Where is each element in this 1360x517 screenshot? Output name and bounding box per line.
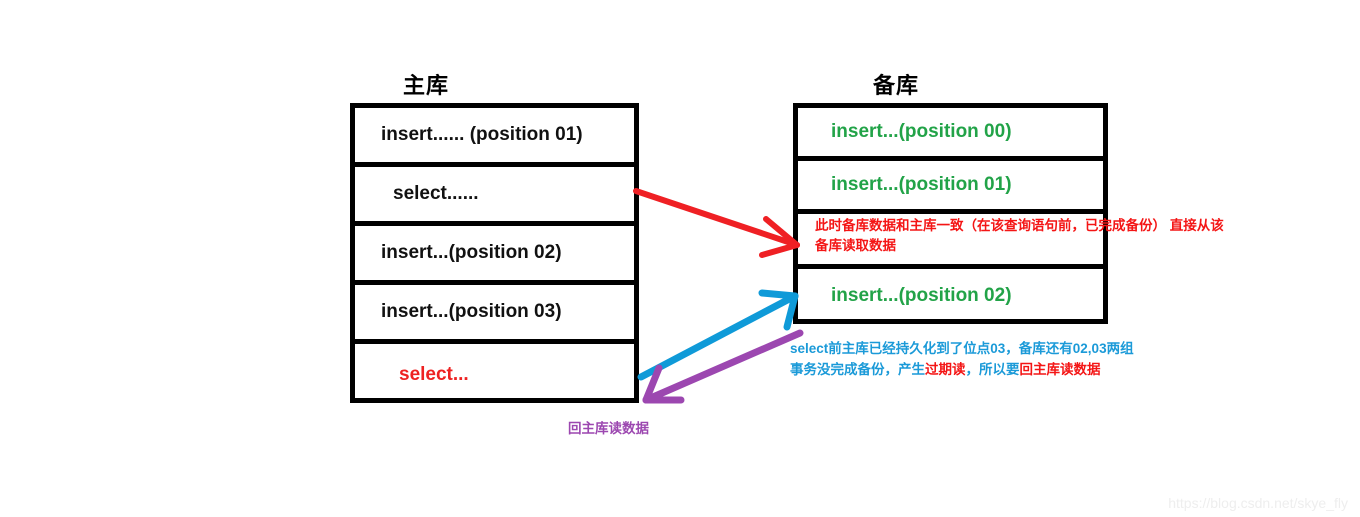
master-row-insert-03: insert...(position 03) bbox=[355, 285, 634, 344]
master-row-label: select... bbox=[399, 363, 469, 385]
stale-read-annotation: select前主库已经持久化到了位点03，备库还有02,03两组事务没完成备份，… bbox=[790, 338, 1138, 380]
standby-row-label: insert...(position 02) bbox=[831, 284, 1012, 306]
standby-db-box: insert...(position 00) insert...(positio… bbox=[793, 103, 1224, 324]
stale-read-annotation-highlight-back-to-master: 回主库读数据 bbox=[1019, 362, 1101, 377]
master-row-insert-02: insert...(position 02) bbox=[355, 226, 634, 285]
master-row-label: insert...(position 02) bbox=[381, 242, 562, 263]
master-row-label: insert...(position 03) bbox=[381, 301, 562, 322]
standby-row-insert-00: insert...(position 00) bbox=[798, 108, 1103, 161]
stale-read-annotation-part2: ，所以要 bbox=[965, 362, 1020, 377]
master-db-box: insert...... (position 01) select...... … bbox=[350, 103, 639, 403]
purple-arrow-back-to-master bbox=[642, 329, 804, 404]
master-row-select: select...... bbox=[355, 167, 634, 226]
standby-row-consistency-note: 此时备库数据和主库一致（在该查询语句前，已完成备份） 直接从该备库读取数据 bbox=[798, 214, 1224, 269]
back-to-master-caption: 回主库读数据 bbox=[568, 421, 649, 436]
watermark: https://blog.csdn.net/skye_fly bbox=[1168, 495, 1348, 511]
standby-row-insert-02: insert...(position 02) bbox=[798, 269, 1103, 322]
standby-row-insert-01: insert...(position 01) bbox=[798, 161, 1103, 214]
stale-read-annotation-highlight-stale-read: 过期读 bbox=[925, 362, 966, 377]
master-row-label: select...... bbox=[393, 183, 479, 204]
master-db-title: 主库 bbox=[403, 73, 450, 98]
master-row-label: insert...... (position 01) bbox=[381, 124, 583, 145]
standby-consistency-annotation-text: 此时备库数据和主库一致（在该查询语句前，已完成备份） 直接从该备库读取数据 bbox=[815, 218, 1224, 253]
master-row-insert-01: insert...... (position 01) bbox=[355, 108, 634, 167]
master-row-select-highlighted: select... bbox=[355, 344, 634, 405]
stale-read-annotation-part1: select前主库已经持久化到了位点03，备库还有02,03两组事务没完成备份，… bbox=[790, 341, 1134, 377]
standby-db-title: 备库 bbox=[873, 73, 920, 98]
standby-row-label: insert...(position 01) bbox=[831, 174, 1012, 195]
blue-arrow-stale-read bbox=[637, 289, 799, 381]
standby-row-label: insert...(position 00) bbox=[831, 121, 1012, 142]
red-arrow-read-from-standby bbox=[633, 188, 800, 258]
